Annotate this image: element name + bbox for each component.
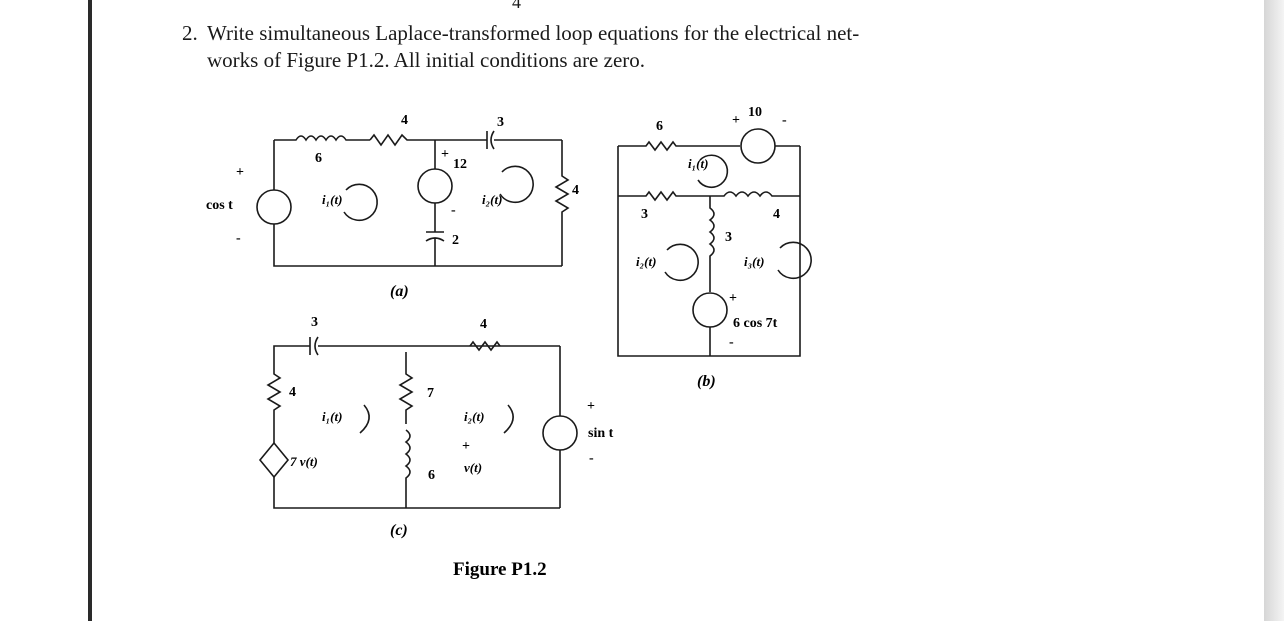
source-10-icon xyxy=(740,128,776,164)
loop-current-arrow-icon xyxy=(664,243,699,282)
v-plus-label: + xyxy=(462,439,470,454)
inductor-6-label: 6 xyxy=(428,468,435,483)
capacitor-3-icon xyxy=(480,130,562,150)
resistor-7-label: 7 xyxy=(427,386,434,401)
v-label: v(t) xyxy=(464,460,482,475)
capacitor-3-label: 3 xyxy=(497,115,504,130)
source-12-icon xyxy=(417,168,453,204)
page-right-edge xyxy=(1264,0,1284,621)
resistor-4-label: 4 xyxy=(401,113,408,128)
loop-current-i2-label: i₂(t) xyxy=(482,192,502,207)
resistor-6-icon xyxy=(618,140,740,152)
loop-current-arrow-icon xyxy=(499,165,534,204)
inductor-6-label: 6 xyxy=(315,151,322,166)
resistor-6-label: 6 xyxy=(656,119,663,134)
sin-source-icon xyxy=(542,415,578,451)
cos-source-icon xyxy=(256,189,292,225)
cos-source-label: cos t xyxy=(206,198,233,213)
circuit-c: 3 4 4 7 i₁(t) i₂(t) + 7 v(t) v(t) 6 + si… xyxy=(258,315,614,539)
wire xyxy=(617,146,801,357)
resistor-4-right-icon xyxy=(554,140,570,266)
problem-line-2: works of Figure P1.2. All initial condit… xyxy=(207,48,646,72)
resistor-7-icon xyxy=(398,352,414,424)
loop-current-i2-label: i₂(t) xyxy=(636,254,656,269)
sin-source-plus: + xyxy=(587,399,595,414)
problem-number: 2. xyxy=(182,21,198,45)
resistor-4-icon xyxy=(369,133,435,147)
page-top-mark: 4 xyxy=(512,0,521,12)
inductor-3-icon xyxy=(708,196,715,292)
source-10-minus: - xyxy=(782,113,787,128)
sin-source-label: sin t xyxy=(588,426,614,441)
inductor-4-label: 4 xyxy=(773,207,780,222)
resistor-4-top-label: 4 xyxy=(480,317,487,332)
source-6cos7t-icon xyxy=(692,292,728,328)
circuit-a: + cos t - 6 4 3 + 12 - 2 4 i₁(t) i₂(t) (… xyxy=(206,113,579,300)
loop-current-i1-label: i₁(t) xyxy=(322,192,342,207)
source-12-minus: - xyxy=(451,203,456,218)
loop-current-arrow-icon xyxy=(503,404,514,434)
sin-source-minus: - xyxy=(589,451,594,466)
resistor-3-icon xyxy=(618,190,710,202)
loop-current-arrow-icon xyxy=(343,183,378,222)
source-12-label: 12 xyxy=(453,157,467,172)
loop-current-arrow-icon xyxy=(777,241,812,280)
inductor-4-icon xyxy=(710,191,800,198)
circuit-b-caption: (b) xyxy=(697,373,716,390)
resistor-4-right-label: 4 xyxy=(572,183,579,198)
loop-current-arrow-icon xyxy=(359,404,370,434)
capacitor-3-icon xyxy=(273,336,560,356)
figure-caption: Figure P1.2 xyxy=(453,559,547,580)
source-12-plus: + xyxy=(441,147,449,162)
dependent-source-icon xyxy=(258,441,290,479)
source-10-plus: + xyxy=(732,113,740,128)
loop-current-i1-label: i₁(t) xyxy=(322,409,342,424)
inductor-3-label: 3 xyxy=(725,230,732,245)
wire xyxy=(273,477,560,509)
inductor-6-icon xyxy=(404,429,411,508)
circuit-b: 6 + 10 - i₁(t) 3 4 3 i₂(t) i₃(t) + 6 cos… xyxy=(617,105,812,390)
capacitor-3-label: 3 xyxy=(311,315,318,330)
inductor-6-icon xyxy=(274,135,370,142)
wire xyxy=(273,224,562,267)
source-6cos7t-label: 6 cos 7t xyxy=(733,316,778,331)
resistor-4-left-label: 4 xyxy=(289,385,296,400)
resistor-3-label: 3 xyxy=(641,207,648,222)
source-10-label: 10 xyxy=(748,105,762,120)
problem-line-1: Write simultaneous Laplace-transformed l… xyxy=(207,21,860,45)
capacitor-2-label: 2 xyxy=(452,233,459,248)
loop-current-i2-label: i₂(t) xyxy=(464,409,484,424)
dependent-source-label: 7 v(t) xyxy=(290,454,318,469)
capacitor-2-icon xyxy=(425,203,445,266)
circuit-a-caption: (a) xyxy=(390,283,409,300)
cos-source-minus: - xyxy=(236,231,241,246)
resistor-4-left-icon xyxy=(266,350,282,443)
circuit-c-caption: (c) xyxy=(390,522,408,539)
loop-current-arrow-icon xyxy=(697,154,729,189)
loop-current-i3-label: i₃(t) xyxy=(744,254,764,269)
cos-source-plus: + xyxy=(236,165,244,180)
loop-current-i1-label: i₁(t) xyxy=(688,156,708,171)
source-6cos7t-plus: + xyxy=(729,291,737,306)
problem-text: Write simultaneous Laplace-transformed l… xyxy=(207,20,967,74)
resistor-4-top-icon xyxy=(469,340,501,352)
source-6cos7t-minus: - xyxy=(729,335,734,350)
page-left-edge xyxy=(88,0,92,621)
